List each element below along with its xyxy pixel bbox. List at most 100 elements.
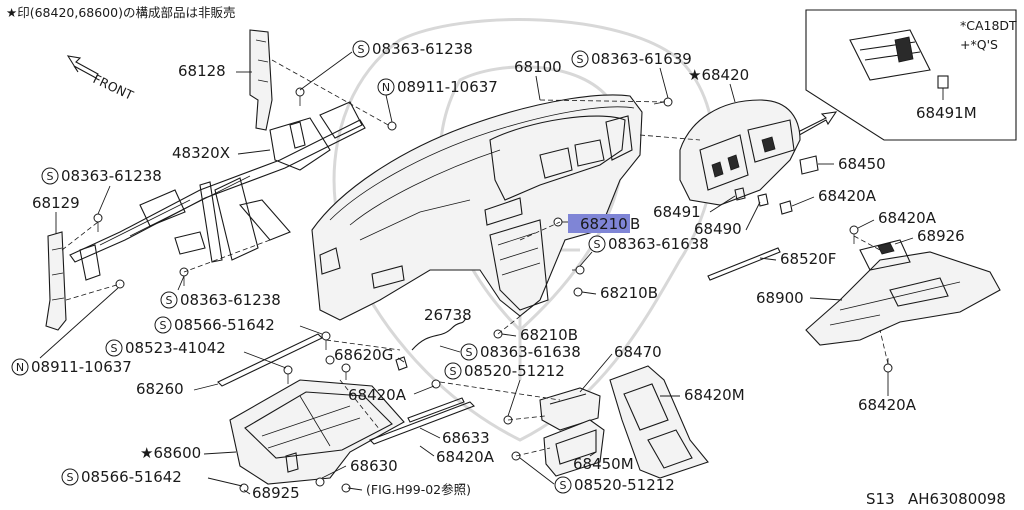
label-68633: 68633 bbox=[442, 429, 490, 447]
fastener-label-f6: S 08363-61238 bbox=[160, 275, 281, 309]
harness-26738 bbox=[411, 317, 467, 351]
front-arrow: FRONT bbox=[66, 55, 136, 103]
fastener-label-f13: S 08520-51212 bbox=[519, 457, 675, 494]
svg-text:S: S bbox=[577, 53, 584, 66]
svg-text:08363-61639: 08363-61639 bbox=[591, 50, 692, 68]
fastener-label-f9: N 08911-10637 bbox=[11, 287, 132, 376]
front-label: FRONT bbox=[91, 71, 136, 103]
label-48320x: 48320X bbox=[172, 144, 230, 162]
svg-text:S: S bbox=[160, 319, 167, 332]
label-68520f: 68520F bbox=[780, 250, 836, 268]
fastener-label-f8: S 08523-41042 bbox=[105, 339, 287, 369]
instrument-panel-68100 bbox=[311, 94, 643, 321]
label-68620g: 68620G bbox=[334, 346, 393, 364]
rod-68260 bbox=[217, 333, 323, 387]
svg-text:08363-61238: 08363-61238 bbox=[372, 40, 473, 58]
svg-text:08911-10637: 08911-10637 bbox=[397, 78, 498, 96]
header-note: ★印(68420,68600)の構成部品は非販売 bbox=[6, 5, 235, 20]
bracket-68128 bbox=[249, 29, 273, 131]
label-68926: 68926 bbox=[917, 227, 965, 245]
svg-text:S: S bbox=[111, 342, 118, 355]
label-68600-star: ★68600 bbox=[140, 444, 201, 462]
inset-part: 68491M bbox=[916, 104, 977, 122]
label-68630: 68630 bbox=[350, 457, 398, 475]
lower-cover-68900 bbox=[805, 239, 1001, 346]
footer-model: S13 bbox=[866, 490, 895, 508]
svg-text:S: S bbox=[594, 238, 601, 251]
label-26738: 26738 bbox=[424, 306, 472, 324]
label-68420a-4: 68420A bbox=[348, 386, 407, 404]
svg-text:S: S bbox=[67, 471, 74, 484]
svg-text:S: S bbox=[466, 346, 473, 359]
svg-text:08523-41042: 08523-41042 bbox=[125, 339, 226, 357]
assembly-lines bbox=[61, 59, 889, 457]
part-68620g-shape bbox=[395, 356, 408, 371]
label-68420a-1: 68420A bbox=[818, 187, 877, 205]
label-68420m: 68420M bbox=[684, 386, 745, 404]
fastener-label-f3: S 08363-61639 bbox=[571, 50, 692, 99]
svg-text:B: B bbox=[630, 215, 640, 233]
svg-text:S: S bbox=[358, 43, 365, 56]
svg-text:08363-61638: 08363-61638 bbox=[608, 235, 709, 253]
svg-text:N: N bbox=[382, 81, 390, 94]
fastener-label-f7: S 08566-51642 bbox=[154, 316, 323, 335]
label-68450m: 68450M bbox=[573, 455, 634, 473]
svg-text:68210: 68210 bbox=[580, 215, 628, 233]
svg-text:S: S bbox=[166, 294, 173, 307]
svg-text:08911-10637: 08911-10637 bbox=[31, 358, 132, 376]
part-68420a-clip bbox=[779, 200, 793, 215]
fastener-label-f11: S 08520-51212 bbox=[444, 362, 565, 417]
label-fig-ref: (FIG.H99-02参照) bbox=[366, 482, 471, 497]
svg-text:08520-51212: 08520-51212 bbox=[574, 476, 675, 494]
label-68260: 68260 bbox=[136, 380, 184, 398]
label-68100: 68100 bbox=[514, 58, 562, 76]
label-68210b-2: 68210B bbox=[600, 284, 658, 302]
label-68420a-3: 68420A bbox=[858, 396, 917, 414]
fastener-label-f4: S 08363-61238 bbox=[41, 167, 162, 215]
inset-detail: *CA18DT +*Q'S 68491M bbox=[805, 9, 1017, 141]
part-68491-shape bbox=[734, 187, 746, 201]
svg-text:08363-61638: 08363-61638 bbox=[480, 343, 581, 361]
strip-68520f bbox=[707, 247, 781, 281]
bracket-68129 bbox=[45, 231, 67, 331]
footer-code: AH63080098 bbox=[908, 490, 1006, 508]
label-68900: 68900 bbox=[756, 289, 804, 307]
highlighted-part-68210b[interactable]: 68210 B bbox=[562, 214, 640, 233]
svg-text:08520-51212: 08520-51212 bbox=[464, 362, 565, 380]
fastener-label-f12: S 08566-51642 bbox=[61, 468, 243, 487]
console-68420m bbox=[609, 365, 709, 479]
part-68490-shape bbox=[757, 193, 769, 207]
cluster-hood-68420 bbox=[679, 99, 801, 206]
fastener-label-f2: N 08911-10637 bbox=[377, 78, 498, 123]
label-68450: 68450 bbox=[838, 155, 886, 173]
strip-68420a-lower bbox=[407, 397, 465, 423]
fastener-label-f5: S 08363-61638 bbox=[579, 235, 709, 267]
label-68470: 68470 bbox=[614, 343, 662, 361]
svg-text:08566-51642: 08566-51642 bbox=[81, 468, 182, 486]
svg-text:S: S bbox=[560, 479, 567, 492]
strip-68633 bbox=[369, 401, 475, 445]
label-68490: 68490 bbox=[694, 220, 742, 238]
crossmember-48320x bbox=[69, 101, 366, 281]
svg-text:08566-51642: 08566-51642 bbox=[174, 316, 275, 334]
label-68420a-5: 68420A bbox=[436, 448, 495, 466]
label-68420a-2: 68420A bbox=[878, 209, 937, 227]
svg-text:N: N bbox=[16, 361, 24, 374]
svg-text:08363-61238: 08363-61238 bbox=[180, 291, 281, 309]
svg-text:08363-61238: 08363-61238 bbox=[61, 167, 162, 185]
part-68450-shape bbox=[799, 155, 819, 175]
fastener-label-f1: S 08363-61238 bbox=[299, 40, 473, 91]
label-68420-star: ★68420 bbox=[688, 66, 749, 84]
label-68925: 68925 bbox=[252, 484, 300, 502]
label-68129: 68129 bbox=[32, 194, 80, 212]
inset-line2: +*Q'S bbox=[960, 37, 998, 52]
pocket-68470 bbox=[539, 387, 601, 431]
label-68210b-3: 68210B bbox=[520, 326, 578, 344]
svg-text:S: S bbox=[450, 365, 457, 378]
fastener-label-f10: S 08363-61638 bbox=[439, 343, 581, 361]
label-68128: 68128 bbox=[178, 62, 226, 80]
inset-line1: *CA18DT bbox=[960, 18, 1017, 33]
svg-text:S: S bbox=[47, 170, 54, 183]
label-68491: 68491 bbox=[653, 203, 701, 221]
